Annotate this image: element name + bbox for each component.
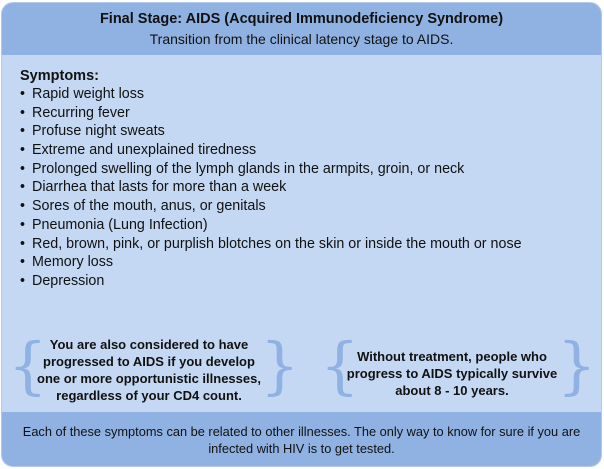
header-band: Final Stage: AIDS (Acquired Immunodefici… <box>2 3 601 55</box>
symptom-item: Depression <box>20 272 522 291</box>
footer-text: Each of these symptoms can be related to… <box>22 424 581 456</box>
right-brace-open-icon: { <box>320 329 360 402</box>
symptom-item: Red, brown, pink, or purplish blotches o… <box>20 235 522 254</box>
symptom-item: Extreme and unexplained tiredness <box>20 141 522 160</box>
footer-band: Each of these symptoms can be related to… <box>2 412 601 466</box>
symptom-item: Profuse night sweats <box>20 122 522 141</box>
left-brace-close-icon: } <box>260 329 300 402</box>
symptoms-list: Rapid weight loss Recurring fever Profus… <box>20 85 522 291</box>
symptom-item: Recurring fever <box>20 104 522 123</box>
card-title: Final Stage: AIDS (Acquired Immunodefici… <box>99 11 504 27</box>
opportunistic-illness-note: You are also considered to have progress… <box>37 337 261 403</box>
survival-note: Without treatment, people who progress t… <box>346 349 558 398</box>
symptom-item: Pneumonia (Lung Infection) <box>20 216 522 235</box>
symptoms-heading: Symptoms: <box>20 68 99 84</box>
left-brace-open-icon: { <box>8 329 48 402</box>
symptom-item: Rapid weight loss <box>20 85 522 104</box>
symptoms-section: Symptoms: Rapid weight loss Recurring fe… <box>20 67 522 291</box>
card-subtitle: Transition from the clinical latency sta… <box>149 31 454 47</box>
symptom-item: Diarrhea that lasts for more than a week <box>20 178 522 197</box>
symptom-item: Memory loss <box>20 253 522 272</box>
symptom-item: Prolonged swelling of the lymph glands i… <box>20 160 522 179</box>
right-brace-close-icon: } <box>557 329 597 402</box>
symptom-item: Sores of the mouth, anus, or genitals <box>20 197 522 216</box>
